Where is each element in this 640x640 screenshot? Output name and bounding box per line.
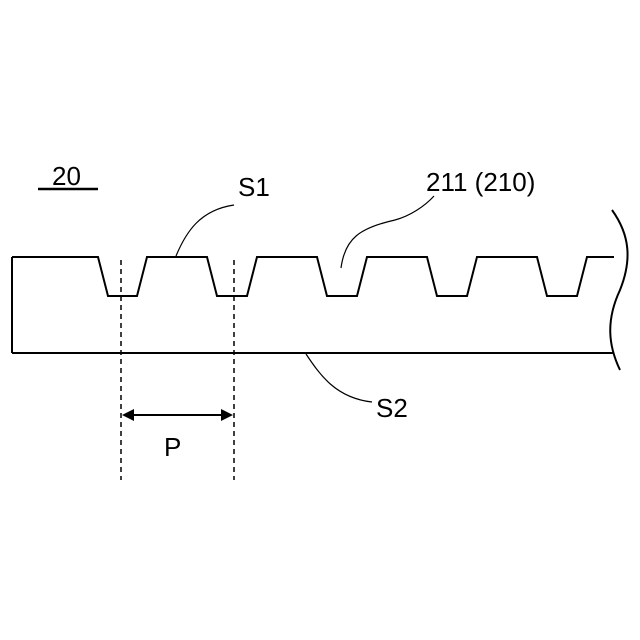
label-s2: S2 — [376, 393, 408, 423]
pitch-arrowhead-left — [122, 409, 134, 421]
grooved-surface-s1 — [12, 257, 614, 296]
label-s1: S1 — [238, 172, 270, 202]
pitch-arrowhead-right — [221, 409, 233, 421]
figure-number: 20 — [52, 161, 81, 191]
leader-line-s1 — [176, 205, 234, 256]
leader-line-s2 — [306, 354, 372, 402]
pitch-label: P — [164, 432, 181, 462]
label-groove: 211 (210) — [426, 167, 535, 197]
break-line — [610, 210, 627, 370]
